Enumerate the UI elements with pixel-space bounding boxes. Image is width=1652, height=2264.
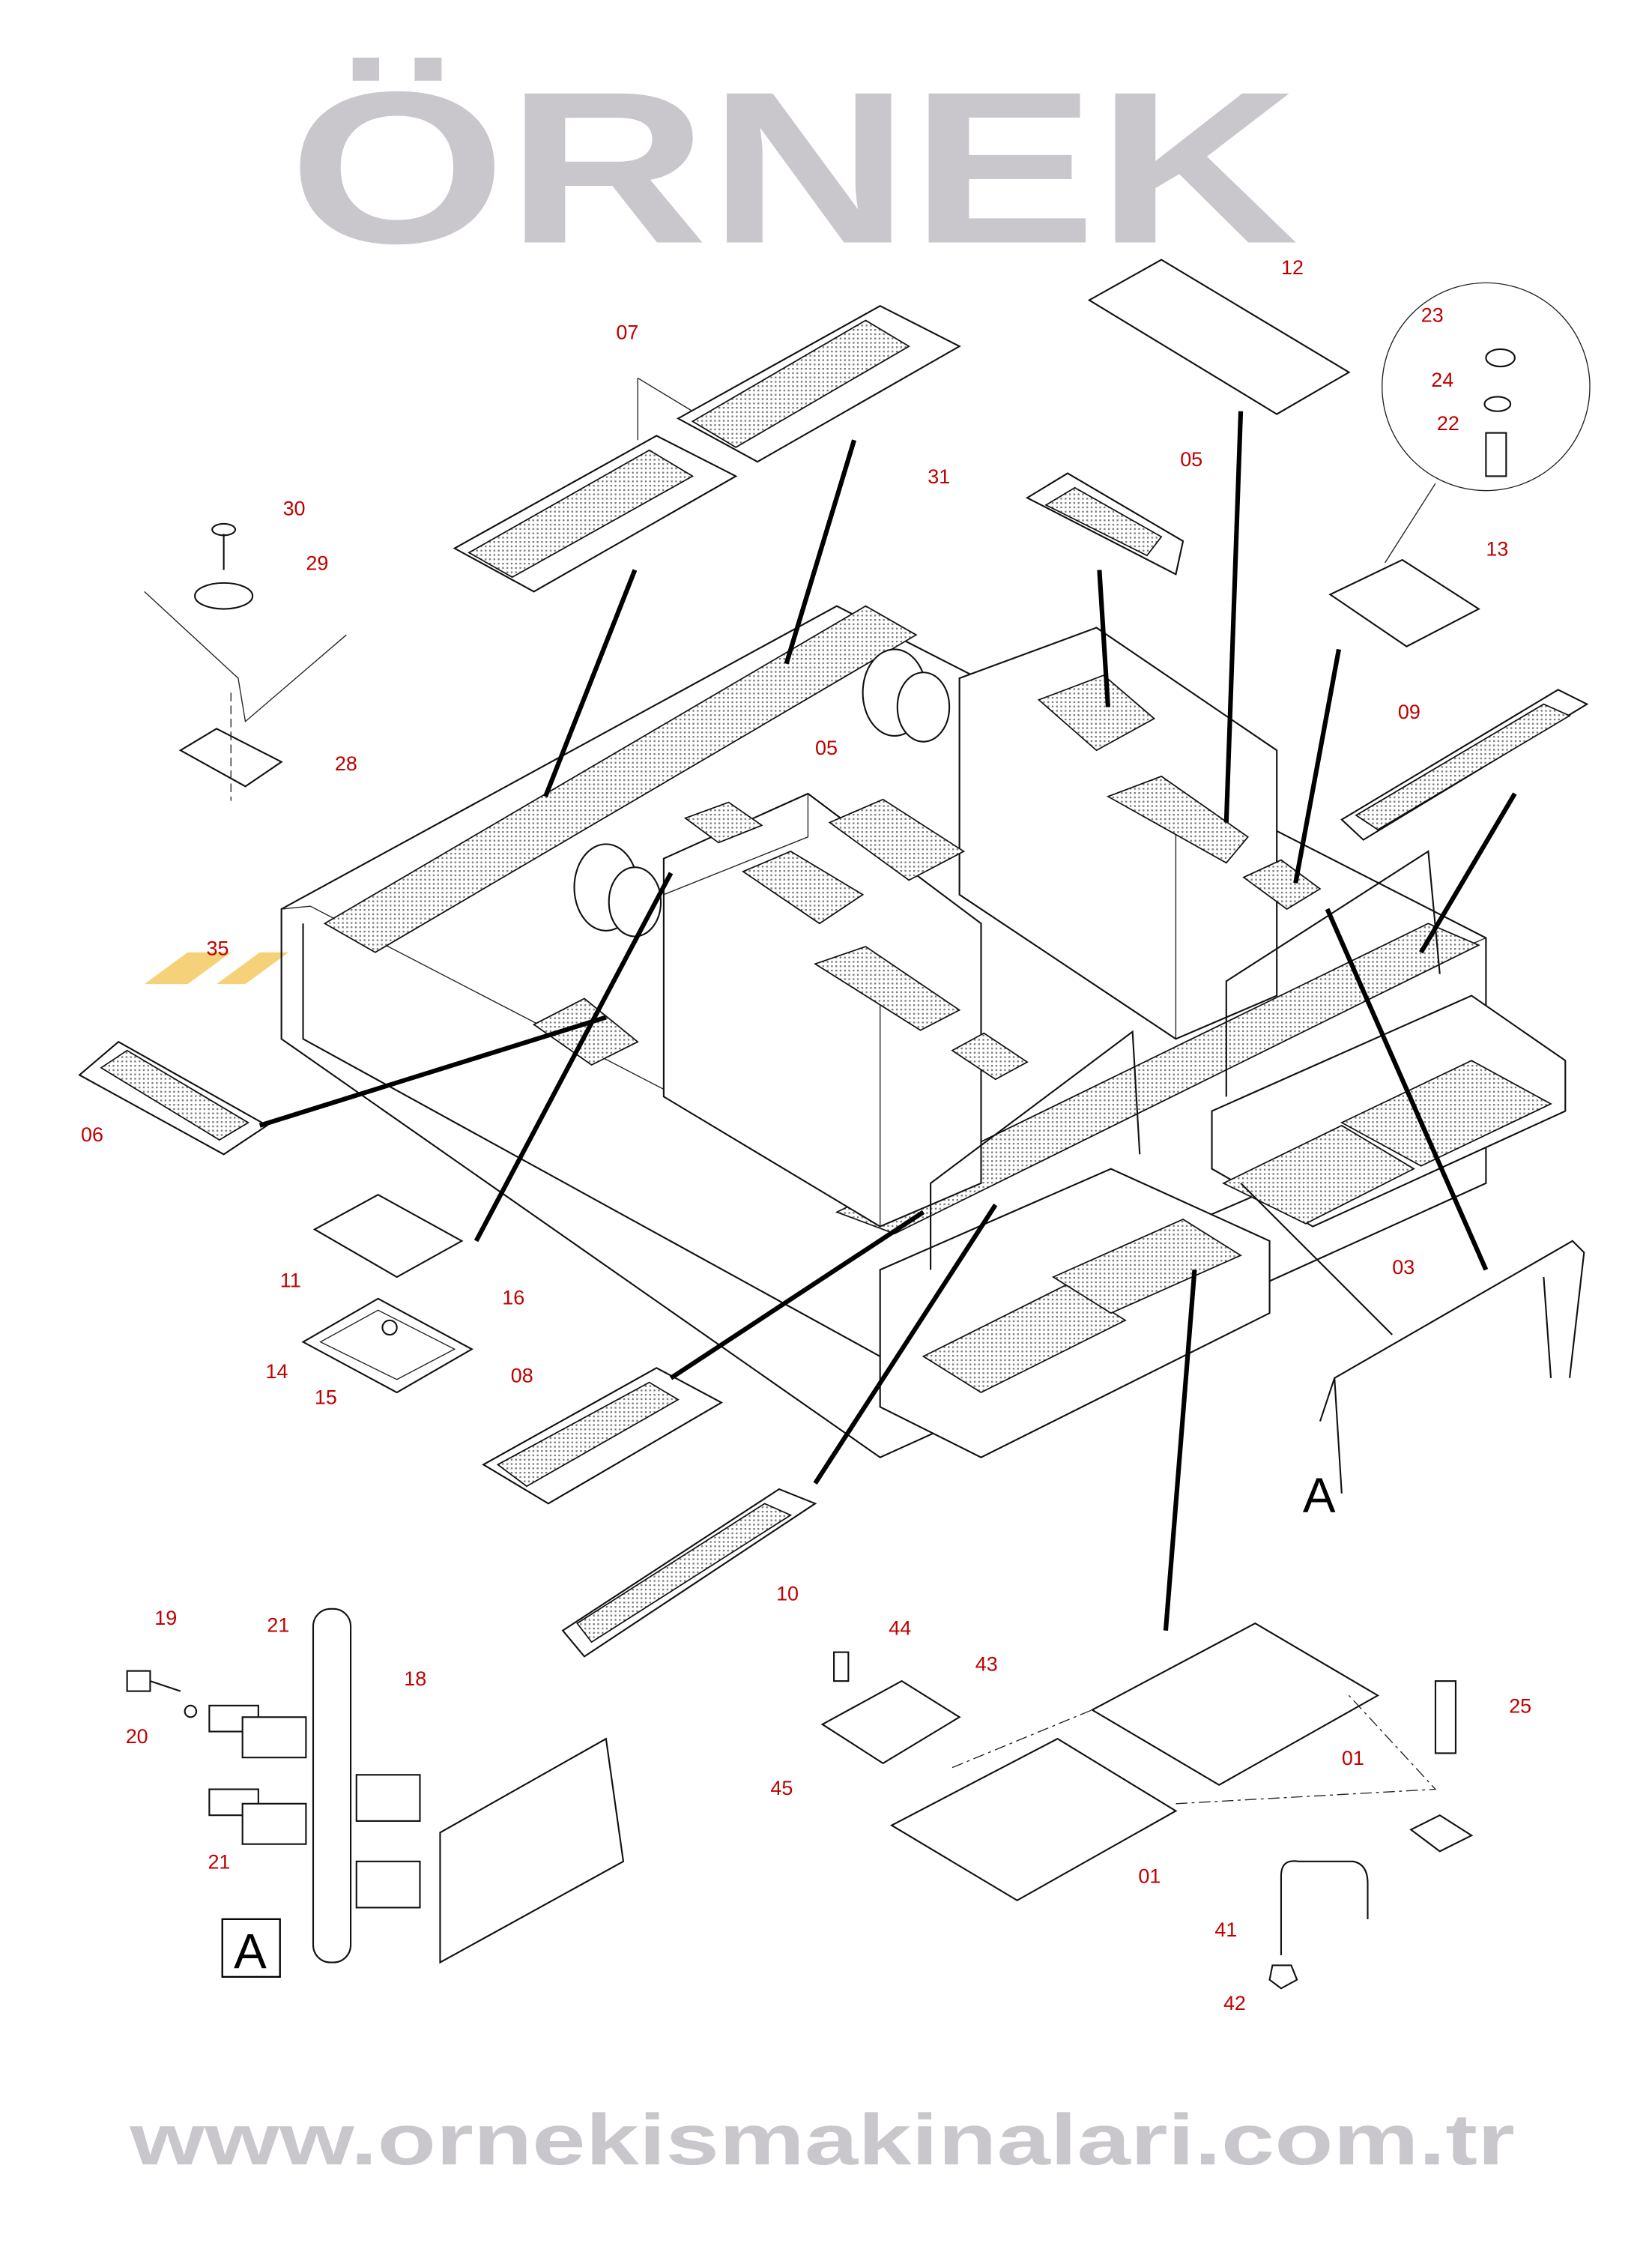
- callout-16: 16: [502, 1287, 524, 1309]
- callout-14: 14: [265, 1360, 288, 1383]
- callout-01: 01: [1138, 1865, 1161, 1888]
- callout-03: 03: [1392, 1256, 1415, 1279]
- callout-11: 11: [280, 1269, 301, 1291]
- main-frame: [280, 605, 1567, 1458]
- callout-30: 30: [283, 497, 306, 519]
- callout-31: 31: [928, 465, 950, 488]
- part-03-railing: [1240, 908, 1585, 1494]
- callout-05: 05: [815, 737, 838, 759]
- watermark-accent: [217, 952, 289, 985]
- callout-05: 05: [1180, 448, 1202, 471]
- part-13-plate: [1293, 558, 1480, 884]
- callout-45: 45: [770, 1777, 793, 1799]
- callout-10: 10: [776, 1582, 799, 1605]
- callout-24: 24: [1431, 369, 1453, 391]
- callout-25: 25: [1509, 1694, 1531, 1717]
- detail-marker-a: A: [1303, 1468, 1336, 1523]
- callout-21: 21: [208, 1850, 230, 1873]
- callout-20: 20: [126, 1725, 148, 1748]
- detail-a-clamps: [126, 1608, 625, 1964]
- callout-28: 28: [335, 752, 357, 775]
- part-09-step: [1340, 689, 1589, 954]
- callout-42: 42: [1223, 1992, 1246, 2014]
- watermark-url: www.ornekismakinalari.com.tr: [129, 2100, 1515, 2180]
- detail-box: [221, 1918, 281, 1978]
- callout-09: 09: [1398, 701, 1420, 723]
- watermark: ÖRNEK www.ornekismakinalari.com.tr: [129, 47, 1515, 2180]
- callout-19: 19: [154, 1607, 177, 1629]
- part-01-43-hinge-plates: [820, 1270, 1474, 1990]
- watermark-accent: [144, 952, 232, 985]
- callout-labels: 07 12 23 24 22 31 05 13 30 29 28 09 05 3…: [81, 256, 1531, 2014]
- callout-06: 06: [81, 1123, 103, 1146]
- callout-41: 41: [1214, 1919, 1237, 1941]
- callout-23: 23: [1421, 304, 1444, 326]
- callout-08: 08: [511, 1365, 533, 1387]
- part-08-step: [482, 1210, 925, 1505]
- part-11-plate: [312, 872, 674, 1279]
- part-06-step: [78, 1015, 607, 1156]
- callout-07: 07: [616, 321, 638, 343]
- callout-01: 01: [1342, 1747, 1364, 1769]
- part-12-cover: [1087, 259, 1351, 823]
- part-07-steps: [453, 304, 961, 797]
- callout-15: 15: [315, 1386, 337, 1408]
- part-16-14-15-frame: [301, 1297, 473, 1394]
- callout-35: 35: [207, 938, 229, 960]
- callout-13: 13: [1486, 537, 1508, 560]
- callout-29: 29: [306, 552, 328, 575]
- callout-44: 44: [889, 1617, 911, 1640]
- callout-22: 22: [1437, 412, 1459, 435]
- callout-21: 21: [267, 1614, 289, 1637]
- watermark-brand: ÖRNEK: [288, 47, 1298, 289]
- part-05-bracket: [1025, 472, 1184, 707]
- callout-18: 18: [404, 1667, 426, 1690]
- detail-circle: [1382, 282, 1591, 564]
- callout-12: 12: [1281, 256, 1304, 279]
- detail-box-label: A: [234, 1924, 267, 1978]
- part-10-step: [561, 1204, 998, 1658]
- callout-43: 43: [975, 1653, 998, 1676]
- part-30-29-28-fasteners: [144, 522, 347, 801]
